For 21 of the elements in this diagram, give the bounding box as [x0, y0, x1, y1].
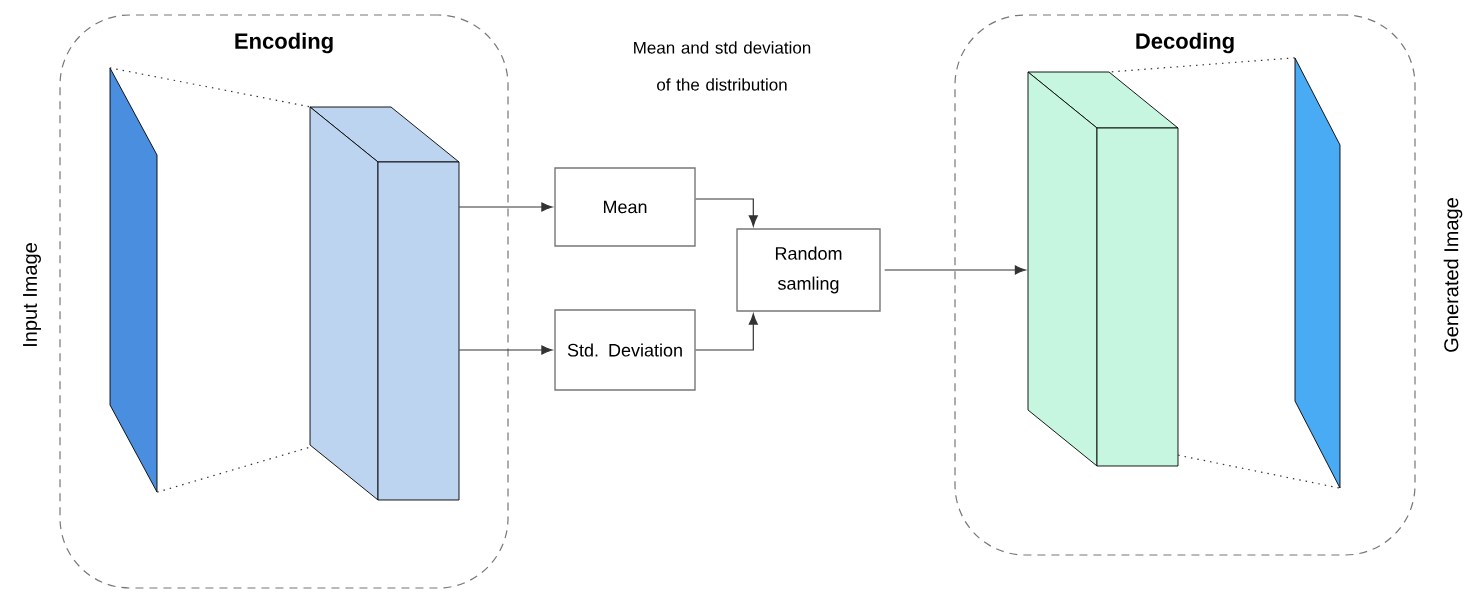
image-label: Generated Image	[1443, 198, 1463, 352]
image-plane-drawing	[1294, 57, 1341, 489]
feature-block-drawing	[1027, 71, 1179, 467]
process-box: Std. Deviation	[554, 309, 696, 391]
process-box: Random samling	[736, 228, 881, 312]
arrow	[458, 202, 553, 212]
group-frame: Decoding	[954, 14, 1416, 556]
process-box: Mean	[554, 167, 696, 247]
image-label: Input Image	[23, 243, 41, 346]
group-frame: Encoding	[59, 14, 509, 589]
image-plane-drawing	[109, 67, 158, 493]
arrow	[695, 313, 758, 351]
projection-line	[1177, 454, 1341, 489]
arrow	[458, 345, 553, 355]
feature-block-drawing	[309, 106, 460, 501]
arrow	[884, 265, 1026, 275]
note-text: Mean and std deviation of the distribution	[634, 41, 811, 91]
projection-line	[156, 446, 311, 493]
projection-line	[109, 67, 311, 108]
arrow	[695, 198, 758, 227]
projection-line	[1111, 57, 1296, 73]
